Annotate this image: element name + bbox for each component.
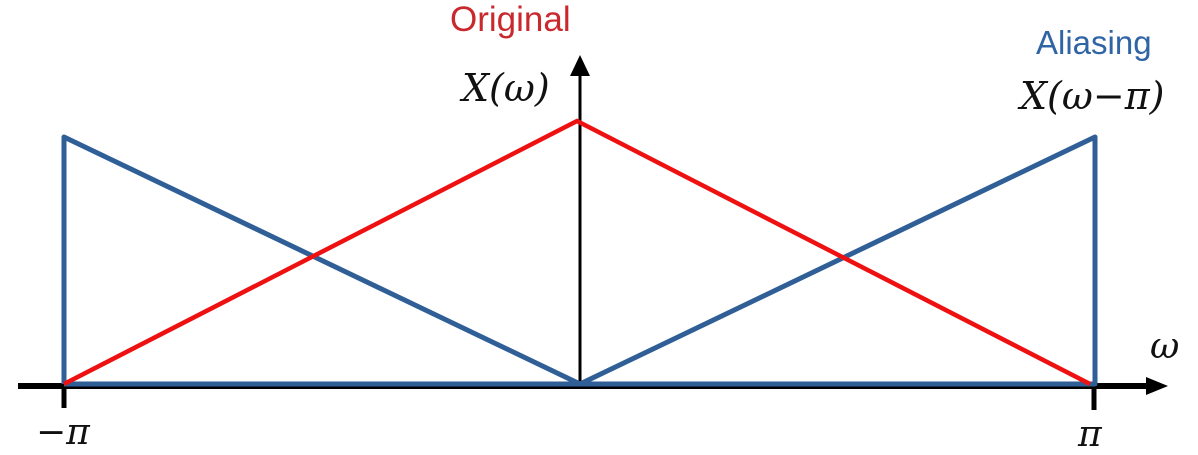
original-spectrum — [62, 118, 1092, 387]
aliasing-spectrum — [61, 134, 1098, 387]
original-title: Original — [450, 0, 571, 39]
amplitude-axis — [570, 55, 590, 384]
original-expression: X(ω) — [462, 66, 550, 110]
omega-axis-label: ω — [1150, 326, 1180, 367]
tick-label-pi: π — [1078, 414, 1102, 455]
aliasing-title: Aliasing — [1036, 24, 1152, 61]
tick-label-neg-pi: −π — [36, 412, 90, 453]
aliasing-expression: X(ω−π) — [1020, 74, 1165, 118]
